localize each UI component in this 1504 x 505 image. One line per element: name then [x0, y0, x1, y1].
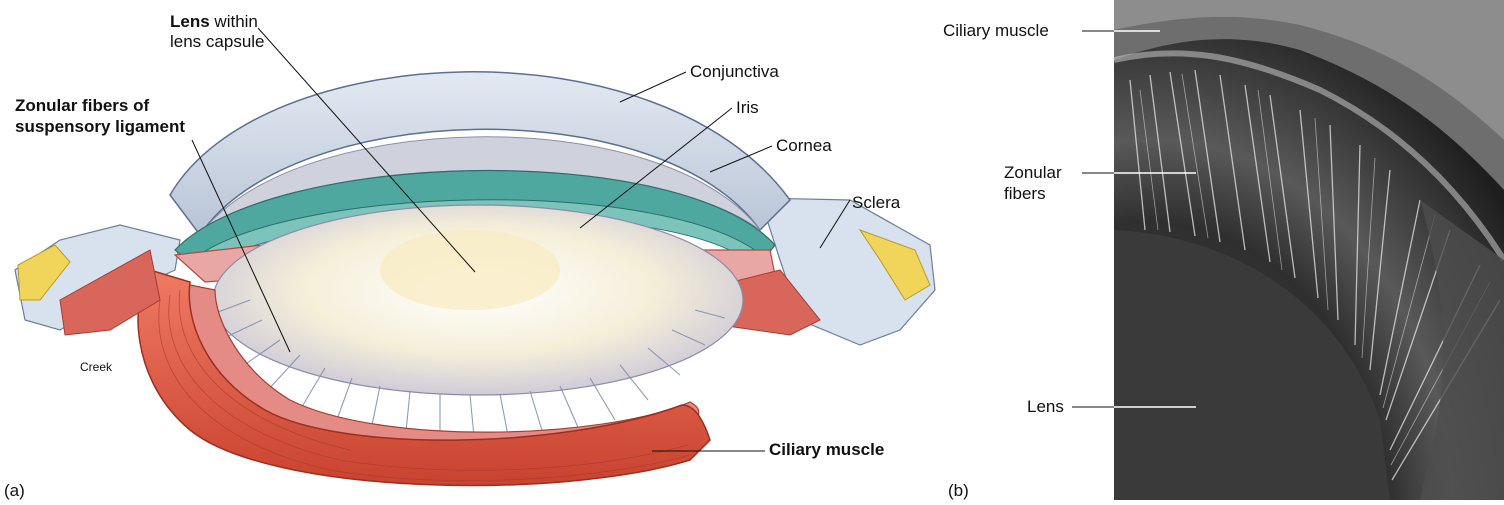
zonular-fibers-label-line1: Zonular fibers of [15, 96, 149, 116]
lens-label: Lens within [170, 12, 258, 32]
iris-label: Iris [736, 98, 759, 118]
zonular-fibers-label-line2: suspensory ligament [15, 117, 185, 137]
sem-zonular-fibers-label-line2: fibers [1004, 184, 1046, 204]
lens-label-line2: lens capsule [170, 32, 265, 52]
sem-zonular-fibers-label-line1: Zonular [1004, 163, 1062, 183]
conjunctiva-label: Conjunctiva [690, 62, 779, 82]
conjunctiva-leader [620, 72, 686, 102]
creek-label: Creek [80, 357, 112, 377]
panel-a-tag: (a) [4, 481, 25, 501]
sem-lens-label: Lens [1027, 397, 1064, 417]
ciliary-muscle-label: Ciliary muscle [769, 440, 884, 460]
sem-ciliary-muscle-label: Ciliary muscle [943, 21, 1049, 41]
cornea-label: Cornea [776, 136, 832, 156]
sclera-label: Sclera [852, 193, 900, 213]
panel-b-tag: (b) [948, 481, 969, 501]
